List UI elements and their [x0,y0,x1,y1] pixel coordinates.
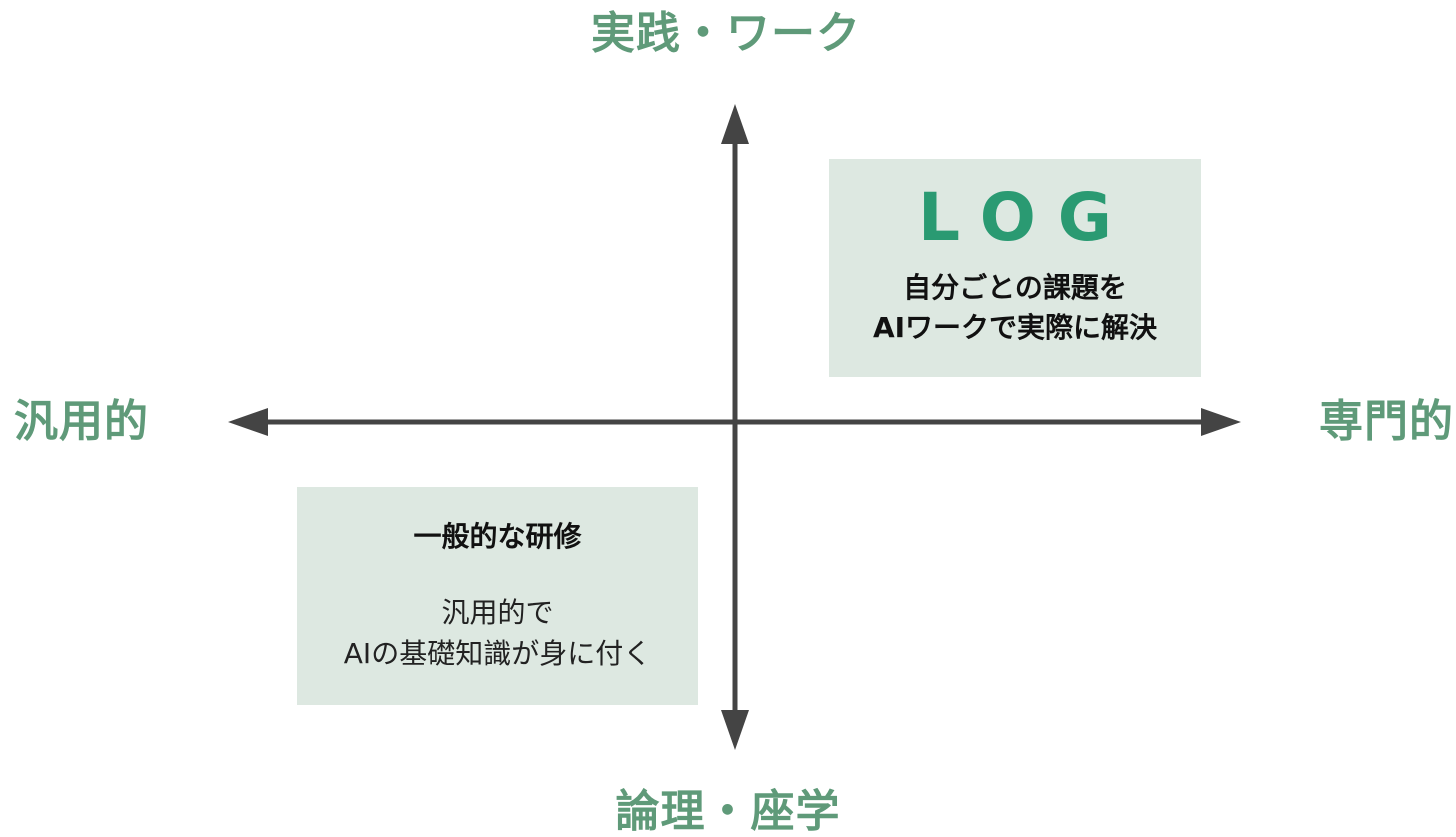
log-logo: LOG [918,179,1134,256]
axis-label-bottom: 論理・座学 [615,786,841,837]
log-description-line2: AIワークで実際に解決 [872,311,1158,344]
axis-label-left: 汎用的 [14,396,149,447]
general-training-box: 一般的な研修 汎用的で AIの基礎知識が身に付く [297,487,698,705]
arrow-left-head [228,408,268,436]
axis-label-right: 専門的 [1319,396,1454,447]
general-training-line1: 汎用的で [441,596,554,629]
arrow-down-head [721,710,749,750]
axis-label-top: 実践・ワーク [591,8,861,59]
general-training-title: 一般的な研修 [413,520,582,553]
arrow-right-head [1201,408,1241,436]
arrow-up-head [721,104,749,144]
log-description-line1: 自分ごとの課題を [903,271,1127,304]
general-training-line2: AIの基礎知識が身に付く [343,637,652,670]
log-quadrant-box: LOG 自分ごとの課題を AIワークで実際に解決 [829,159,1201,377]
